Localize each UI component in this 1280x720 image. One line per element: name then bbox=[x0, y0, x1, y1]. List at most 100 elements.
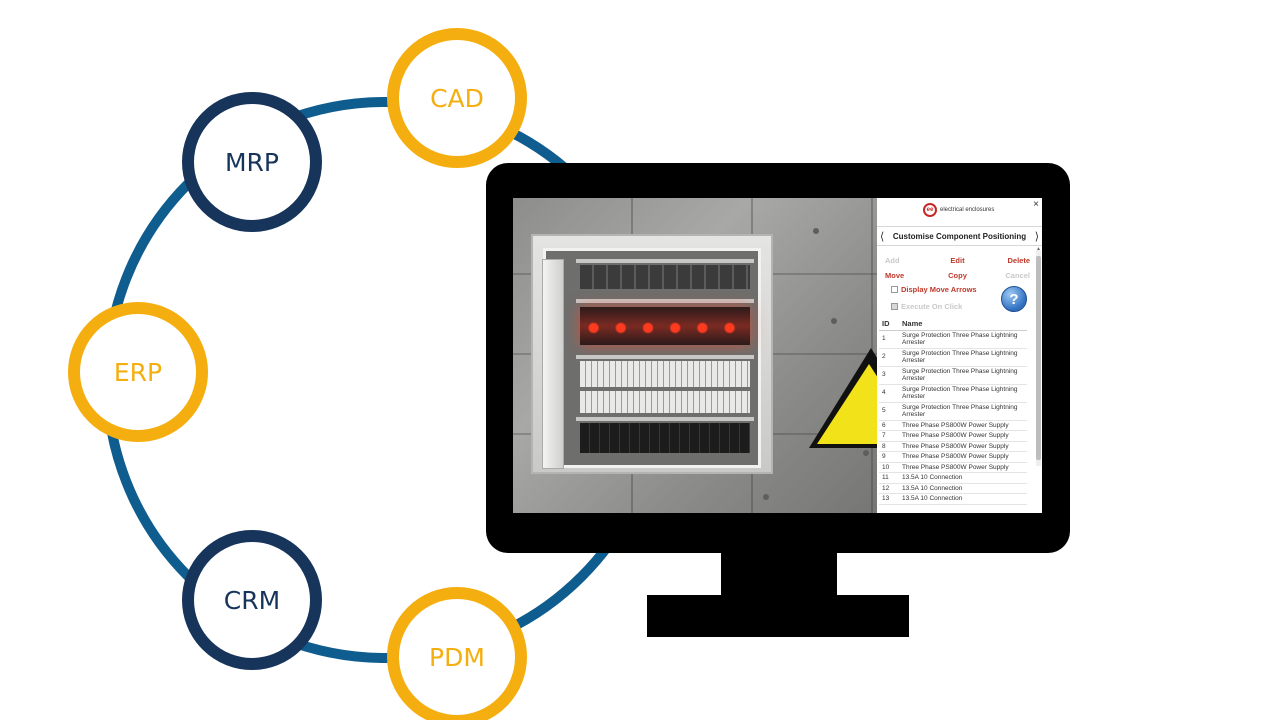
monitor-screen: × ee electrical enclosures ⟨ Customise C… bbox=[513, 198, 1042, 513]
cad-node: CAD bbox=[387, 28, 527, 168]
row-name: 13.5A 10 Connection bbox=[899, 493, 1027, 505]
execute-on-click-label: Execute On Click bbox=[901, 302, 963, 311]
component-row-power-supply[interactable] bbox=[580, 307, 750, 345]
din-rail bbox=[576, 299, 754, 303]
row-id: 13 bbox=[879, 493, 899, 505]
help-icon[interactable]: ? bbox=[1001, 286, 1027, 312]
add-button[interactable]: Add bbox=[885, 256, 900, 265]
wall-bolt bbox=[813, 228, 819, 234]
row-id: 8 bbox=[879, 441, 899, 452]
scrollbar-thumb[interactable] bbox=[1036, 256, 1041, 460]
panel-nav: ⟨ Customise Component Positioning ⟩ bbox=[877, 226, 1042, 246]
row-name: Surge Protection Three Phase Lightning A… bbox=[899, 348, 1027, 367]
wall-bolt bbox=[863, 450, 869, 456]
row-id: 4 bbox=[879, 384, 899, 403]
cabinet-door bbox=[542, 259, 564, 469]
row-name: Three Phase PS800W Power Supply bbox=[899, 451, 1027, 463]
erp-node: ERP bbox=[68, 302, 208, 442]
component-row-cable-duct[interactable] bbox=[580, 423, 750, 453]
row-id: 9 bbox=[879, 451, 899, 463]
mrp-label: MRP bbox=[224, 147, 280, 177]
wall-bolt bbox=[763, 494, 769, 500]
monitor-stand-base bbox=[647, 595, 909, 637]
cancel-button[interactable]: Cancel bbox=[1005, 271, 1030, 280]
copy-button[interactable]: Copy bbox=[948, 271, 967, 280]
display-move-arrows-label: Display Move Arrows bbox=[901, 285, 977, 294]
monitor: × ee electrical enclosures ⟨ Customise C… bbox=[486, 163, 1070, 553]
action-buttons: Add Edit Delete Move Copy Cancel bbox=[885, 253, 1030, 283]
customise-panel: × ee electrical enclosures ⟨ Customise C… bbox=[877, 198, 1042, 513]
crm-node: CRM bbox=[182, 530, 322, 670]
move-button[interactable]: Move bbox=[885, 271, 905, 280]
logo-text: electrical enclosures bbox=[940, 207, 995, 213]
row-name: Surge Protection Three Phase Lightning A… bbox=[899, 384, 1027, 403]
row-name: Three Phase PS800W Power Supply bbox=[899, 430, 1027, 442]
table-scrollbar[interactable] bbox=[1036, 250, 1041, 466]
row-name: 13.5A 10 Connection bbox=[899, 483, 1027, 494]
electrical-cabinet[interactable] bbox=[531, 234, 773, 474]
row-id: 7 bbox=[879, 430, 899, 442]
wall-bolt bbox=[831, 318, 837, 324]
execute-on-click-checkbox[interactable]: Execute On Click bbox=[891, 302, 962, 311]
row-id: 5 bbox=[879, 402, 899, 421]
edit-button[interactable]: Edit bbox=[950, 256, 965, 265]
row-id: 11 bbox=[879, 472, 899, 484]
enclosure-3d-viewport[interactable] bbox=[513, 198, 933, 513]
row-name: Three Phase PS800W Power Supply bbox=[899, 462, 1027, 473]
logo-icon: ee bbox=[923, 203, 937, 217]
chevron-left-icon[interactable]: ⟨ bbox=[880, 230, 885, 243]
chevron-right-icon[interactable]: ⟩ bbox=[1034, 230, 1039, 243]
din-rail bbox=[576, 355, 754, 359]
row-name: Surge Protection Three Phase Lightning A… bbox=[899, 366, 1027, 385]
row-id: 2 bbox=[879, 348, 899, 367]
close-icon[interactable]: × bbox=[1033, 199, 1039, 210]
display-move-arrows-checkbox[interactable]: Display Move Arrows bbox=[891, 285, 977, 294]
row-name: Surge Protection Three Phase Lightning A… bbox=[899, 330, 1027, 349]
row-id: 12 bbox=[879, 483, 899, 494]
column-header-id: ID bbox=[879, 318, 899, 331]
erp-label: ERP bbox=[113, 357, 163, 387]
row-id: 6 bbox=[879, 420, 899, 431]
row-id: 1 bbox=[879, 330, 899, 349]
scroll-up-icon[interactable]: ▲ bbox=[1036, 246, 1041, 252]
brand-logo: ee electrical enclosures bbox=[923, 203, 994, 217]
component-row-connections[interactable] bbox=[580, 391, 750, 413]
row-id: 3 bbox=[879, 366, 899, 385]
row-id: 10 bbox=[879, 462, 899, 473]
pdm-label: PDM bbox=[429, 642, 485, 672]
din-rail bbox=[576, 417, 754, 421]
mrp-node: MRP bbox=[182, 92, 322, 232]
row-name: Surge Protection Three Phase Lightning A… bbox=[899, 402, 1027, 421]
row-name: Three Phase PS800W Power Supply bbox=[899, 441, 1027, 452]
pdm-node: PDM bbox=[387, 587, 527, 720]
monitor-stand-neck bbox=[721, 550, 837, 600]
checkbox-checked-icon[interactable] bbox=[891, 303, 898, 310]
row-name: 13.5A 10 Connection bbox=[899, 472, 1027, 484]
row-name: Three Phase PS800W Power Supply bbox=[899, 420, 1027, 431]
cad-label: CAD bbox=[430, 83, 484, 113]
din-rail bbox=[576, 259, 754, 263]
component-row-surge[interactable] bbox=[580, 265, 750, 289]
component-row-terminals[interactable] bbox=[580, 361, 750, 387]
checkbox-icon[interactable] bbox=[891, 286, 898, 293]
panel-title: Customise Component Positioning bbox=[892, 231, 1027, 241]
delete-button[interactable]: Delete bbox=[1007, 256, 1030, 265]
cabinet-interior bbox=[542, 248, 761, 469]
column-header-name: Name bbox=[899, 318, 1027, 331]
table-header-row: ID Name bbox=[879, 318, 1027, 331]
crm-label: CRM bbox=[223, 585, 281, 615]
